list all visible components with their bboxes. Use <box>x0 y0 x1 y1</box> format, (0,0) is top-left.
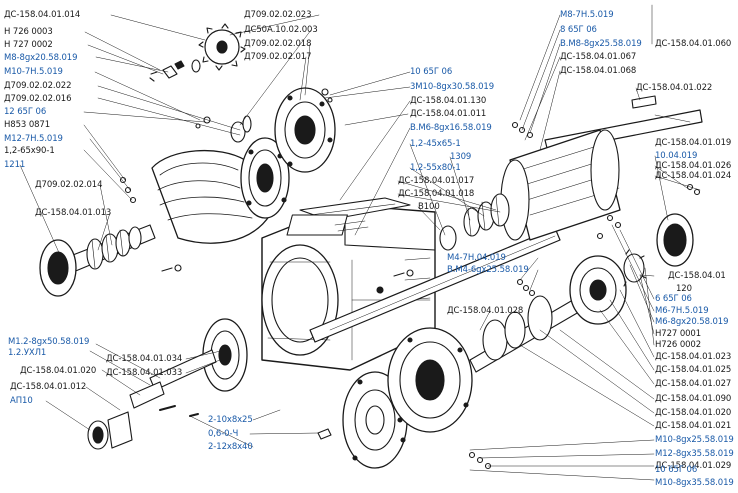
part-label: М6-8gх20.58.019 <box>655 317 729 327</box>
part-label: ДС-158.04.01.011 <box>410 109 487 119</box>
part-label: ДС-158.04.01.060 <box>655 39 732 49</box>
part-label: 6 65Г 06 <box>655 294 692 304</box>
part-label: ДС-158.04.01.019 <box>655 138 732 148</box>
part-label: 1309 <box>450 152 472 162</box>
main-shaft <box>309 227 561 343</box>
middle-bearing-stack <box>439 193 510 251</box>
right-spline-shaft <box>500 95 703 267</box>
part-label: ДС-158.04.01.020 <box>20 366 97 376</box>
upper-flange-plate <box>230 87 336 173</box>
part-label: 8 65Г 06 <box>560 25 597 35</box>
part-label: ДС-158.04.01.067 <box>560 52 637 62</box>
part-label: 3М10-8gх30.58.019 <box>410 82 495 92</box>
leader-lines <box>19 4 701 481</box>
part-label: Н853 0871 <box>4 120 51 130</box>
part-label: Н 726 0003 <box>4 27 53 37</box>
key-washer-set <box>149 59 201 82</box>
part-label: ДС-158.04.01.028 <box>447 306 524 316</box>
part-label: ДС-158.04.01.130 <box>410 96 487 106</box>
part-label: ДС-158.04.01.068 <box>560 66 637 76</box>
part-label: Д709.02.02.022 <box>4 81 72 91</box>
part-label: М8-7Н.5.019 <box>560 10 614 20</box>
lower-left-flange <box>87 318 248 450</box>
part-label: 2-10х8х25 <box>208 415 253 425</box>
part-label: ДС-158.04.01.020 <box>655 408 732 418</box>
part-label: Д709.02.02.014 <box>35 180 103 190</box>
part-label: Н726 0002 <box>655 340 702 350</box>
part-label: ДС-158.04.01.014 <box>4 10 81 20</box>
part-label: ДС-158.04.01.034 <box>106 354 183 364</box>
part-label: 1,2-65х90-1 <box>4 146 55 156</box>
part-label: ДС-158.04.01.018 <box>398 189 475 199</box>
lower-center-flange <box>342 327 473 469</box>
part-label: ДС-158.04.01.022 <box>636 83 713 93</box>
part-label: 1,2-55х80-1 <box>410 163 461 173</box>
part-label: Д709.02.02.018 <box>244 39 312 49</box>
part-label: М4-7Н.04.019 <box>447 253 506 263</box>
part-label: ДС-158.04.01.090 <box>655 394 732 404</box>
part-label: 0,6-0-Ч <box>208 429 239 439</box>
part-label: ДС-158.04.01.013 <box>35 208 112 218</box>
part-label: В.М8-8gх25.58.019 <box>560 39 642 49</box>
left-end-shaft <box>39 224 156 297</box>
part-label: Д709.02.02.017 <box>244 52 312 62</box>
part-label: ДС-158.04.01.023 <box>655 352 732 362</box>
part-label: ДС-158.04.01.024 <box>655 171 732 181</box>
part-label: ДС50А.10.02.003 <box>244 25 318 35</box>
part-label: 10.04.019 <box>655 151 698 161</box>
part-label: Д709.02.02.016 <box>4 94 72 104</box>
sprocket-gear <box>198 23 246 71</box>
part-label: 10 65Г 06 <box>410 67 453 77</box>
part-label: ДС-158.04.01.027 <box>655 379 732 389</box>
part-label: 10 65Г 06 <box>655 465 698 475</box>
part-label: 2-12х8х40 <box>208 442 253 452</box>
part-label: В100 <box>418 202 440 212</box>
part-label: М12-8gх35.58.019 <box>655 449 734 459</box>
left-bell-housing <box>151 137 290 244</box>
part-label: М8-8gх20.58.019 <box>4 53 78 63</box>
part-label: ДС-158.04.01.017 <box>398 176 475 186</box>
part-label: 1.2.УХЛ1 <box>8 348 47 358</box>
part-label: ДС-158.04.01.012 <box>10 382 87 392</box>
part-label: ДС-158.04.01.025 <box>655 365 732 375</box>
part-label: М6-7Н.5.019 <box>655 306 709 316</box>
part-label: ДС-158.04.01 <box>668 271 726 281</box>
part-label: М1.2-8gх50.58.019 <box>8 337 90 347</box>
part-label: В.М4-6gх25.58.019 <box>447 265 529 275</box>
part-label: 120 <box>676 284 692 294</box>
part-label: ДС-158.04.01.021 <box>655 421 732 431</box>
part-label: Н 727 0002 <box>4 40 53 50</box>
lower-right-shaft <box>469 249 647 373</box>
part-label: Н727 0001 <box>655 329 702 339</box>
part-label: М10-7Н.5.019 <box>4 67 63 77</box>
part-label: 12 65Г 06 <box>4 107 47 117</box>
part-label: М10-8gх35.58.019 <box>655 478 734 488</box>
part-label: 1211 <box>4 160 26 170</box>
part-label: М10-8gх25.58.019 <box>655 435 734 445</box>
part-label: ДС-158.04.01.033 <box>106 368 183 378</box>
part-label: В.М6-8gх16.58.019 <box>410 123 492 133</box>
part-label: АП10 <box>10 396 33 406</box>
part-label: Д709.02.02.023 <box>244 10 312 20</box>
part-label: М12-7Н.5.019 <box>4 134 63 144</box>
part-label: 1,2-45х65-1 <box>410 139 461 149</box>
fasteners <box>119 88 701 470</box>
part-label: ДС-158.04.01.026 <box>655 161 732 171</box>
part-label: ДС-158.04.01.029 <box>655 461 732 471</box>
